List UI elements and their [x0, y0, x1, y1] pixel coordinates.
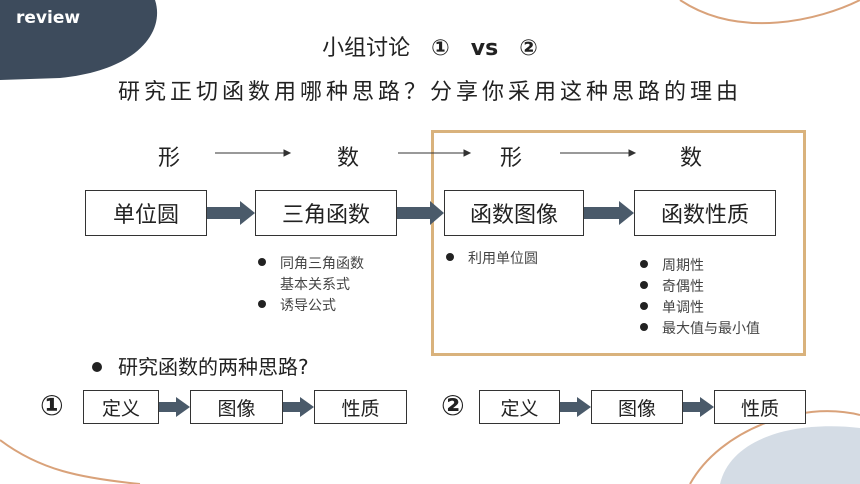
bullet-dot — [640, 323, 648, 331]
label-number-1: 数 — [337, 146, 360, 171]
bullet-dot — [446, 253, 454, 261]
title-prefix: 小组讨论 — [322, 36, 411, 61]
block-arrows-top — [207, 201, 634, 225]
bullet-dot — [258, 258, 266, 266]
box-label: 定义 — [101, 397, 140, 420]
thin-arrows — [215, 149, 637, 157]
path-2-definition-box: 定义 — [479, 390, 560, 424]
path-1-graph-box: 图像 — [190, 390, 283, 424]
title-circle-2: ② — [519, 36, 538, 61]
path-2-graph-box: 图像 — [591, 390, 683, 424]
flow-box-label: 单位圆 — [112, 203, 179, 228]
list-item: 利用单位圆 — [446, 249, 538, 270]
path-2-properties-box: 性质 — [714, 390, 806, 424]
note-text: 利用单位圆 — [468, 251, 538, 267]
title-line2: 研究正切函数用哪种思路？分享你采用这种思路的理由 — [117, 80, 742, 105]
list-item: 同角三角函数 — [258, 254, 364, 275]
title-line1: 小组讨论 ① vs ② — [0, 30, 860, 62]
note-text: 奇偶性 — [662, 279, 704, 295]
title-vs: vs — [470, 36, 499, 61]
label-shape-1: 形 — [158, 146, 181, 171]
list-item: 最大值与最小值 — [640, 319, 760, 340]
flow-box-label: 三角函数 — [281, 203, 370, 228]
note-text: 单调性 — [662, 300, 704, 316]
bullet-dot — [640, 302, 648, 310]
review-badge: review — [16, 8, 81, 28]
note-text: 周期性 — [662, 258, 704, 274]
note-text: 基本关系式 — [280, 277, 350, 293]
bullet-dot — [640, 281, 648, 289]
box-label: 性质 — [740, 397, 779, 420]
box-label: 图像 — [617, 397, 656, 420]
flow-box-function-graph: 函数图像 — [444, 190, 584, 236]
label-shape-2: 形 — [500, 146, 523, 171]
flow-box-trig-function: 三角函数 — [255, 190, 397, 236]
property-notes: 周期性 奇偶性 单调性 最大值与最小值 — [640, 256, 760, 340]
path-1-properties-box: 性质 — [314, 390, 407, 424]
title-circle-1: ① — [431, 36, 450, 61]
graph-notes: 利用单位圆 — [446, 249, 538, 270]
list-item: 奇偶性 — [640, 277, 760, 298]
flow-box-function-properties: 函数性质 — [634, 190, 776, 236]
flow-box-label: 函数性质 — [660, 203, 749, 228]
label-number-2: 数 — [680, 146, 703, 171]
path-1-marker: ① — [40, 389, 64, 422]
box-label: 图像 — [217, 397, 256, 420]
question-text: 研究函数的两种思路? — [92, 351, 309, 380]
trig-notes: 同角三角函数 基本关系式 诱导公式 — [258, 254, 364, 317]
list-item: 诱导公式 — [258, 296, 364, 317]
flow-box-unit-circle: 单位圆 — [85, 190, 207, 236]
note-text: 最大值与最小值 — [662, 321, 760, 337]
list-item: 基本关系式 — [258, 275, 364, 296]
path-1-definition-box: 定义 — [83, 390, 159, 424]
box-label: 性质 — [341, 397, 380, 420]
box-label: 定义 — [500, 397, 539, 420]
list-item: 单调性 — [640, 298, 760, 319]
bullet-dot — [258, 300, 266, 308]
flow-box-label: 函数图像 — [469, 203, 558, 228]
note-text: 诱导公式 — [280, 298, 336, 314]
path-2-marker: ② — [441, 389, 465, 422]
note-text: 同角三角函数 — [280, 256, 364, 272]
question-label: 研究函数的两种思路? — [118, 355, 309, 379]
highlight-frame — [431, 130, 806, 356]
list-item: 周期性 — [640, 256, 760, 277]
bullet-dot — [640, 260, 648, 268]
bullet-dot — [92, 361, 102, 372]
